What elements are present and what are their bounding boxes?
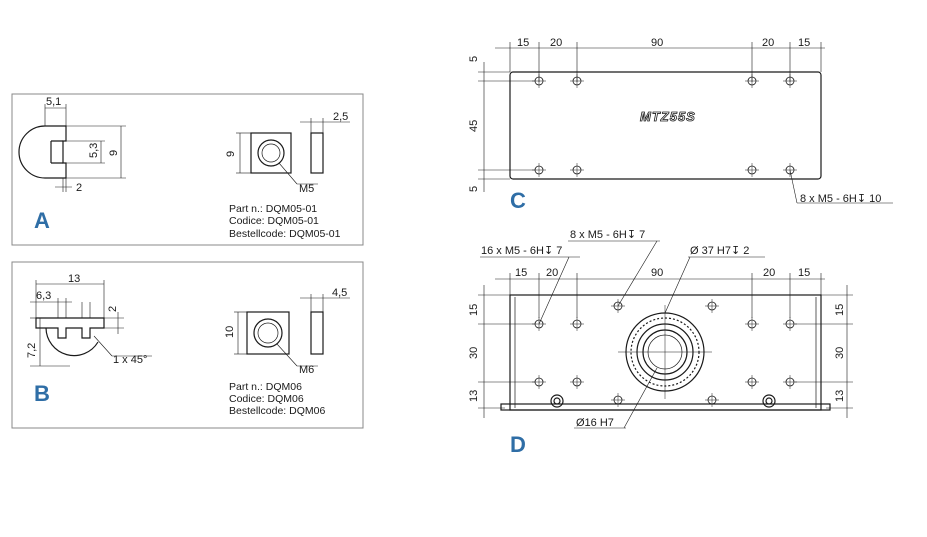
panel-b-part-line-3: Bestellcode: DQM06 [229, 405, 325, 417]
panel-b-front-view [234, 311, 318, 367]
dim-b-top: 13 [68, 273, 80, 285]
panel-a-part-line-2: Codice: DQM05-01 [229, 215, 319, 227]
dim-a-side-w: 2,5 [333, 111, 348, 123]
panel-c: 15 20 90 20 15 5 45 5 MTZ55S 8 x M5 - 6H… [468, 37, 893, 213]
panel-c-callout: 8 x M5 - 6H↧ 10 [800, 193, 881, 205]
panel-b-thin-view [300, 294, 350, 355]
panel-d-base-flange [500, 403, 831, 411]
panel-d-callout-16h7: Ø16 H7 [576, 417, 614, 429]
panel-b-part-line-2: Codice: DQM06 [229, 393, 304, 405]
dim-b-v-left: 7,2 [26, 343, 38, 358]
dim-a-top: 5,1 [46, 96, 61, 108]
dim-d-left-3: 13 [468, 390, 480, 402]
panel-d-callout-16: 16 x M5 - 6H↧ 7 [481, 245, 562, 257]
dim-d-top-1: 15 [515, 267, 527, 279]
panel-c-brand-mark: MTZ55S [640, 109, 696, 124]
panel-b-part-line-1: Part n.: DQM06 [229, 381, 302, 393]
dim-d-right-3: 13 [834, 390, 846, 402]
dim-b-v-small: 2 [107, 306, 119, 312]
dim-a-v1: 5,3 [88, 143, 100, 158]
dim-a-bottom: 2 [76, 182, 82, 194]
dim-c-top-1: 15 [517, 37, 529, 49]
dim-b-side-w: 4,5 [332, 287, 347, 299]
dim-b-chamfer: 1 x 45° [113, 354, 147, 366]
dim-a-thread: M5 [299, 183, 314, 195]
panel-a-frame [11, 93, 364, 246]
dim-d-left-2: 30 [468, 347, 480, 359]
panel-d-holes [532, 299, 797, 408]
panel-a-thin-view [300, 118, 350, 174]
panel-c-plate [509, 71, 822, 180]
panel-d: 15 20 90 20 15 15 30 13 15 30 13 [468, 229, 853, 457]
dim-a-v2: 9 [108, 150, 120, 156]
dim-d-top-5: 15 [798, 267, 810, 279]
panel-a-part-line-3: Bestellcode: DQM05-01 [229, 228, 341, 240]
dim-d-top-2: 20 [546, 267, 558, 279]
dim-b-front-h: 10 [224, 326, 236, 338]
panel-b-letter: B [34, 381, 50, 406]
dim-c-top-4: 20 [762, 37, 774, 49]
dim-b-left: 6,3 [36, 290, 51, 302]
panel-a-side-profile [18, 104, 126, 192]
panel-a-part-line-1: Part n.: DQM05-01 [229, 203, 317, 215]
dim-d-right-2: 30 [834, 347, 846, 359]
dim-d-top-3: 90 [651, 267, 663, 279]
dim-d-right-1: 15 [834, 304, 846, 316]
panel-c-holes [532, 74, 797, 177]
dim-c-left-3: 5 [468, 186, 480, 192]
dim-c-top-3: 90 [651, 37, 663, 49]
panel-d-callout-37: Ø 37 H7↧ 2 [690, 245, 749, 257]
panel-b-side-profile [30, 280, 152, 367]
panel-a-front-view [236, 132, 318, 185]
dim-c-top-5: 15 [798, 37, 810, 49]
panel-d-callout-8: 8 x M5 - 6H↧ 7 [570, 229, 645, 241]
dim-c-left-1: 5 [468, 56, 480, 62]
dim-a-front-h: 9 [225, 151, 237, 157]
panel-c-letter: C [510, 188, 526, 213]
dim-b-thread: M6 [299, 364, 314, 376]
panel-b-frame [11, 261, 364, 429]
dim-d-left-1: 15 [468, 304, 480, 316]
panel-d-letter: D [510, 432, 526, 457]
dim-c-top-2: 20 [550, 37, 562, 49]
panel-d-central-bearing [618, 305, 712, 399]
panel-b: 13 6,3 2 7,2 1 x 45° 10 M6 4,5 Part n.: … [11, 261, 364, 429]
panel-a-letter: A [34, 208, 50, 233]
dim-d-top-4: 20 [763, 267, 775, 279]
panel-a: 5,1 5,3 9 2 9 M5 2,5 Part n.: DQM05-01 C… [11, 93, 364, 246]
dim-c-left-2: 45 [468, 120, 480, 132]
